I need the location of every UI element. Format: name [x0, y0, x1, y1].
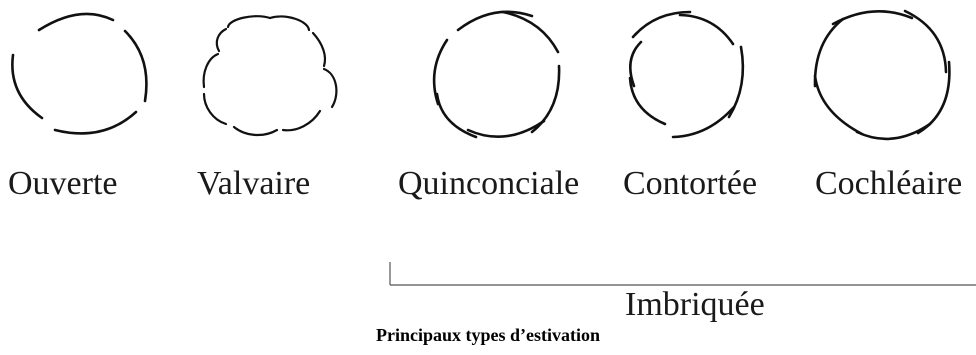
group-label-imbriquee: Imbriquée — [625, 286, 765, 323]
valvate-aestivation-icon — [202, 15, 338, 137]
label-ouverte: Ouverte — [8, 165, 118, 202]
figure-caption: Principaux types d’estivation — [375, 325, 600, 345]
cochlear-aestivation-icon — [813, 9, 951, 141]
label-contortee: Contortée — [623, 165, 758, 202]
label-valvaire: Valvaire — [197, 165, 311, 202]
contorted-aestivation-icon — [628, 10, 745, 139]
label-quinconciale: Quinconciale — [398, 165, 580, 202]
imbricate-bracket — [389, 262, 976, 286]
label-cochleaire: Cochléaire — [815, 165, 963, 202]
quincuncial-aestivation-icon — [432, 10, 561, 139]
open-aestivation-icon — [11, 12, 148, 135]
